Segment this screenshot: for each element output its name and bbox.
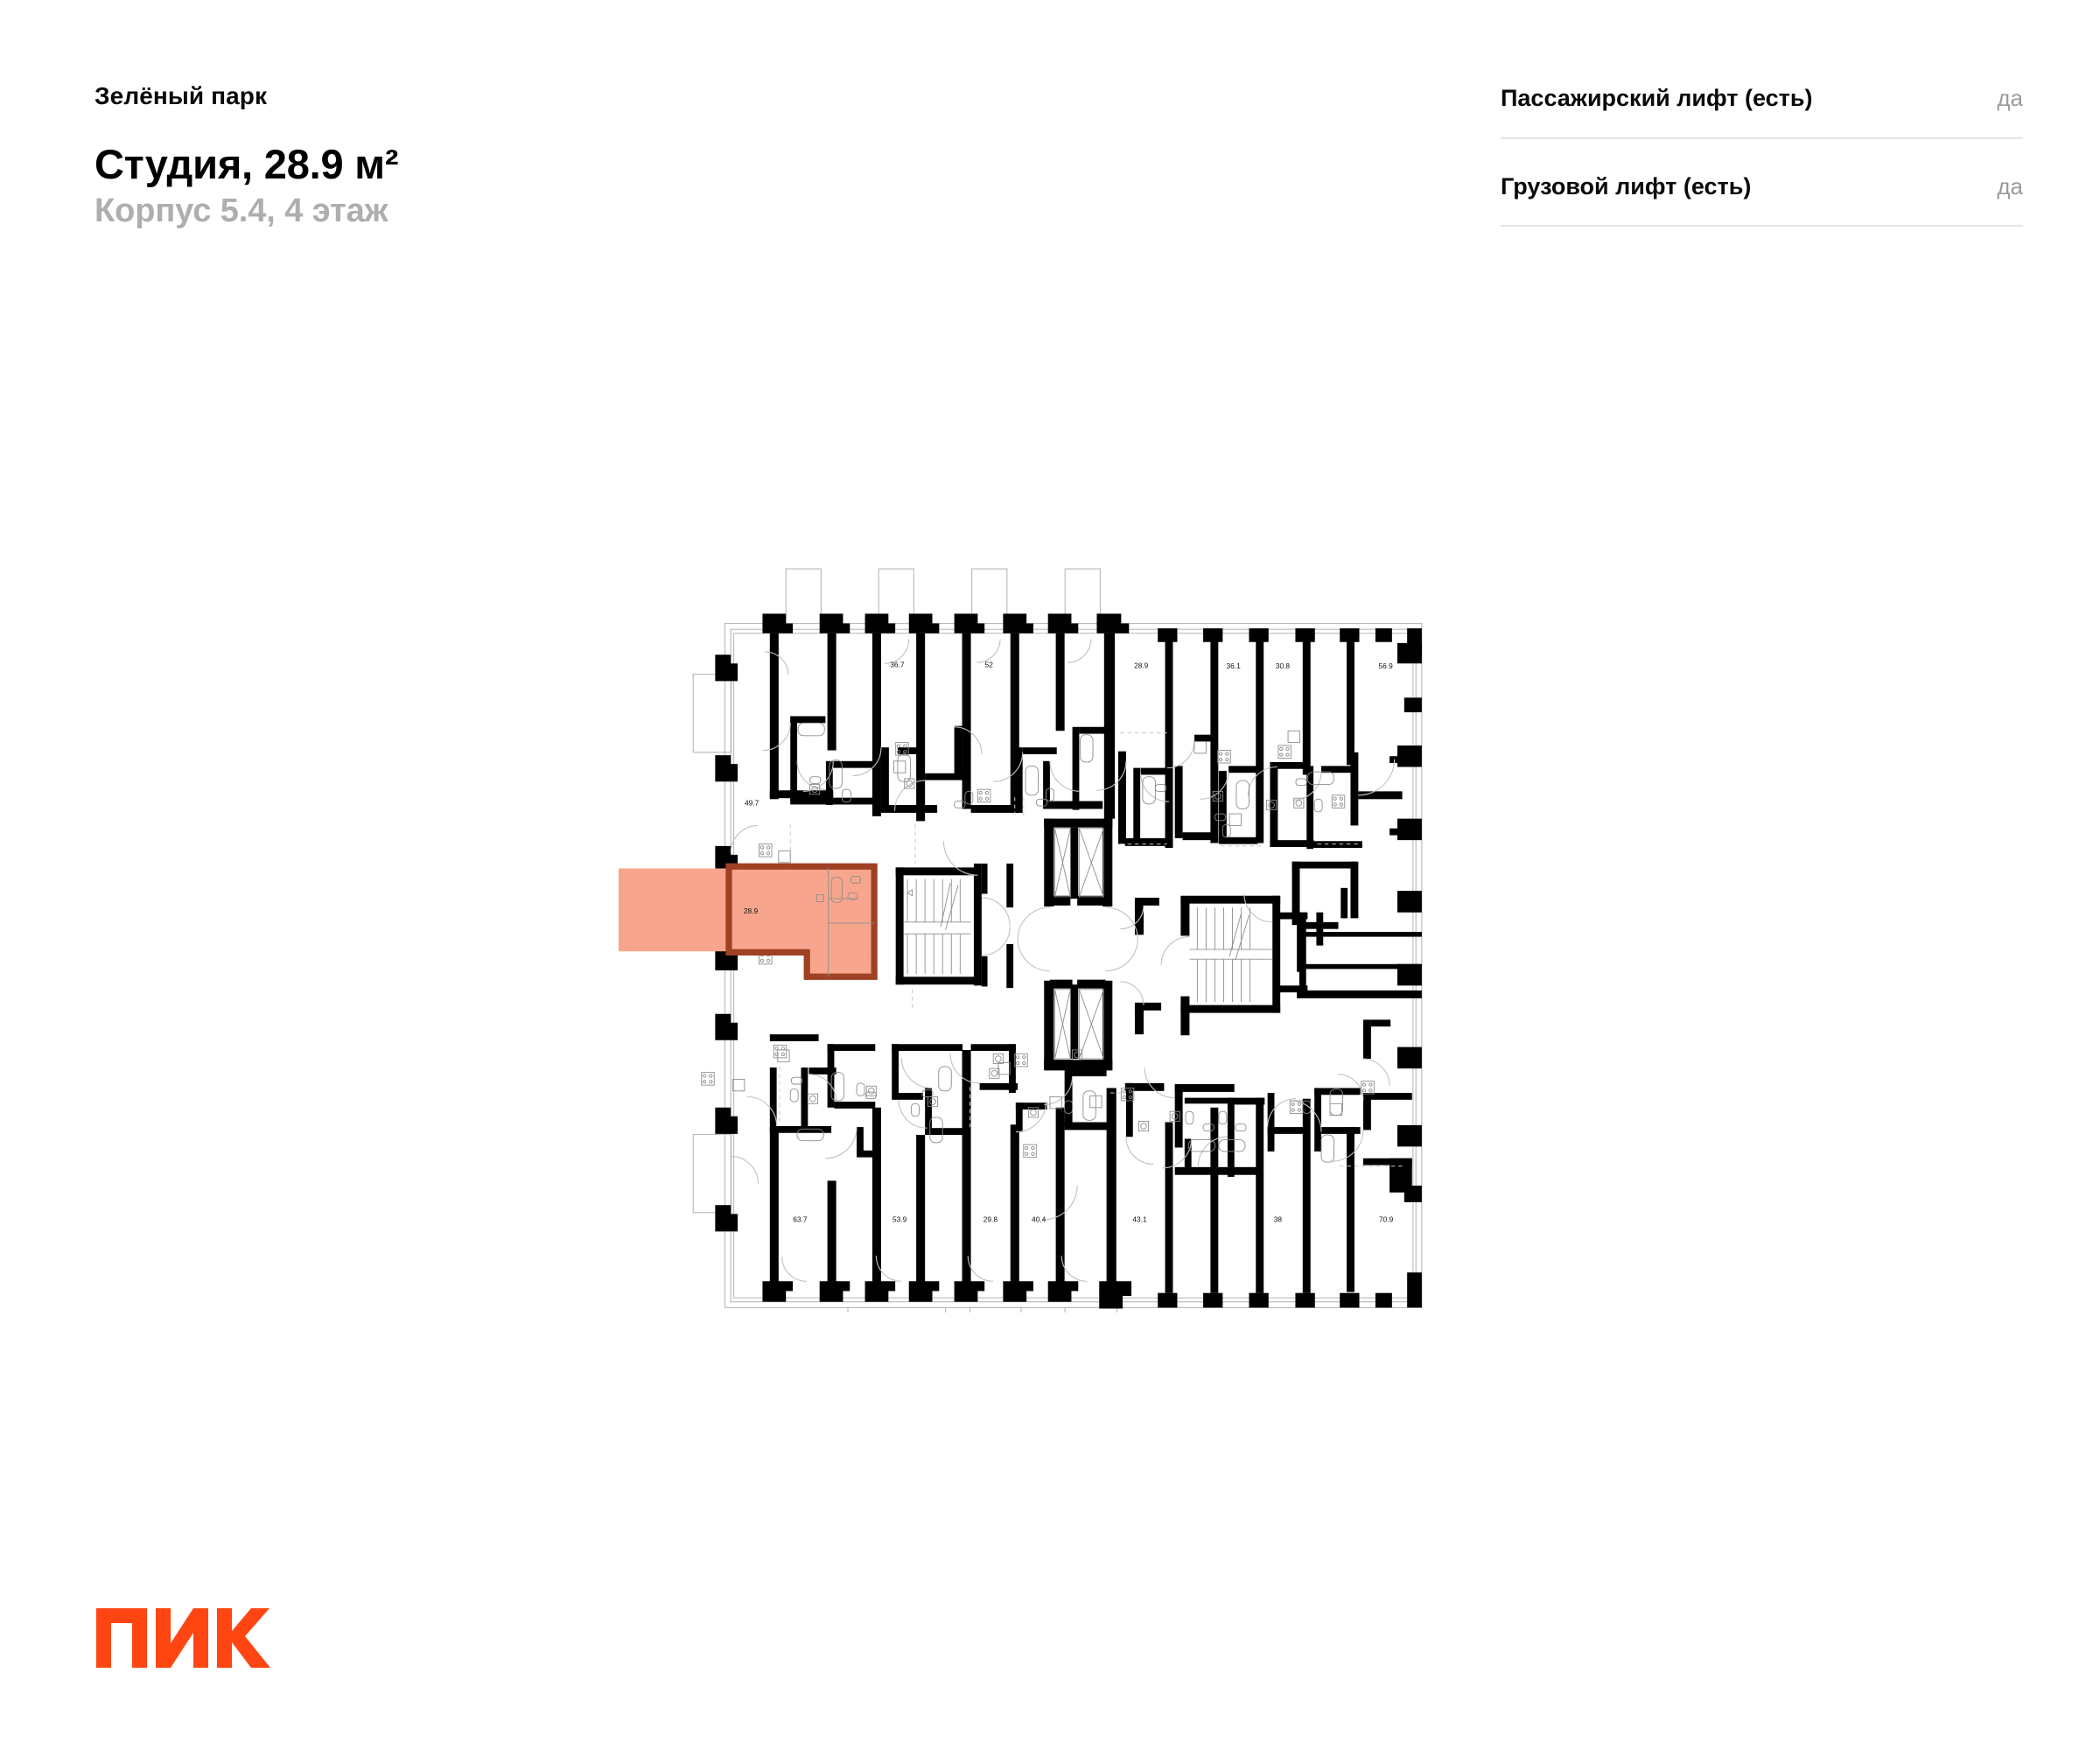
floorplan-drawing[interactable]: .w { fill:#000; } /* structural wall (bl…	[385, 551, 1750, 1312]
project-name: Зелёный парк	[94, 82, 268, 109]
unit-area-label: 38	[1274, 1214, 1283, 1223]
unit-area-label: 43.1	[1132, 1214, 1147, 1223]
balconies	[692, 568, 1117, 1312]
unit-area-label: 30.8	[1276, 662, 1291, 670]
spec-label: Грузовой лифт (есть)	[1501, 172, 1752, 200]
page-subtitle: Корпус 5.4, 4 этаж	[94, 192, 388, 230]
spec-row-freight-elevator: Грузовой лифт (есть) да	[1501, 172, 2023, 227]
unit-area-label: 49.7	[745, 799, 760, 808]
unit-area-label: 53.9	[892, 1214, 907, 1223]
door-swings	[730, 639, 1396, 1282]
unit-area-label: 28.9	[1134, 661, 1149, 669]
unit-area-label: 56.9	[1378, 662, 1393, 670]
unit-area-label: 52	[985, 661, 994, 669]
pik-logo-glyphs	[96, 1608, 270, 1668]
highlighted-apartment[interactable]: 28.9	[618, 863, 878, 980]
spec-value: да	[1997, 85, 2023, 111]
unit-boundary-dashes	[779, 732, 1404, 1167]
unit-area-label: 70.9	[1379, 1214, 1394, 1223]
facade-columns-top	[762, 613, 1422, 657]
staircases	[903, 878, 1273, 1003]
facade-columns-bottom	[762, 1272, 1422, 1309]
spec-label: Пассажирский лифт (есть)	[1501, 85, 1813, 111]
unit-area-label: 40.4	[1032, 1214, 1046, 1223]
facade-columns-right	[1397, 642, 1422, 1202]
plumbing-fixtures	[701, 722, 1375, 1163]
unit-area-label: 63.7	[793, 1214, 808, 1223]
facade-columns-left	[715, 654, 738, 1232]
spec-row-passenger-elevator: Пассажирский лифт (есть) да	[1501, 84, 2023, 139]
interior-walls-right-mid	[1292, 861, 1422, 1059]
interior-walls-bottom	[769, 1034, 1412, 1293]
building-spec-table: Пассажирский лифт (есть) да Грузовой лиф…	[1501, 84, 2023, 227]
floorplan-container[interactable]: .w { fill:#000; } /* structural wall (bl…	[385, 551, 1750, 1312]
highlight-area-label: 28.9	[744, 906, 759, 915]
unit-area-label: 36.7	[890, 661, 905, 669]
interior-walls-core	[895, 818, 1308, 1071]
pik-logo	[96, 1608, 270, 1668]
unit-area-label: 29.8	[984, 1214, 998, 1223]
plan-header: Зелёный парк Студия, 28.9 м² Корпус 5.4,…	[94, 82, 882, 233]
spec-value: да	[1997, 172, 2023, 200]
elevator-shafts	[1054, 828, 1104, 1060]
page-title: Студия, 28.9 м²	[94, 140, 399, 187]
unit-area-labels: 49.7 36.7 52 28.9 36.1 30.8 56.9 63.7 53…	[745, 661, 1394, 1224]
interior-walls-top	[769, 633, 1414, 850]
unit-area-label: 36.1	[1226, 662, 1241, 670]
